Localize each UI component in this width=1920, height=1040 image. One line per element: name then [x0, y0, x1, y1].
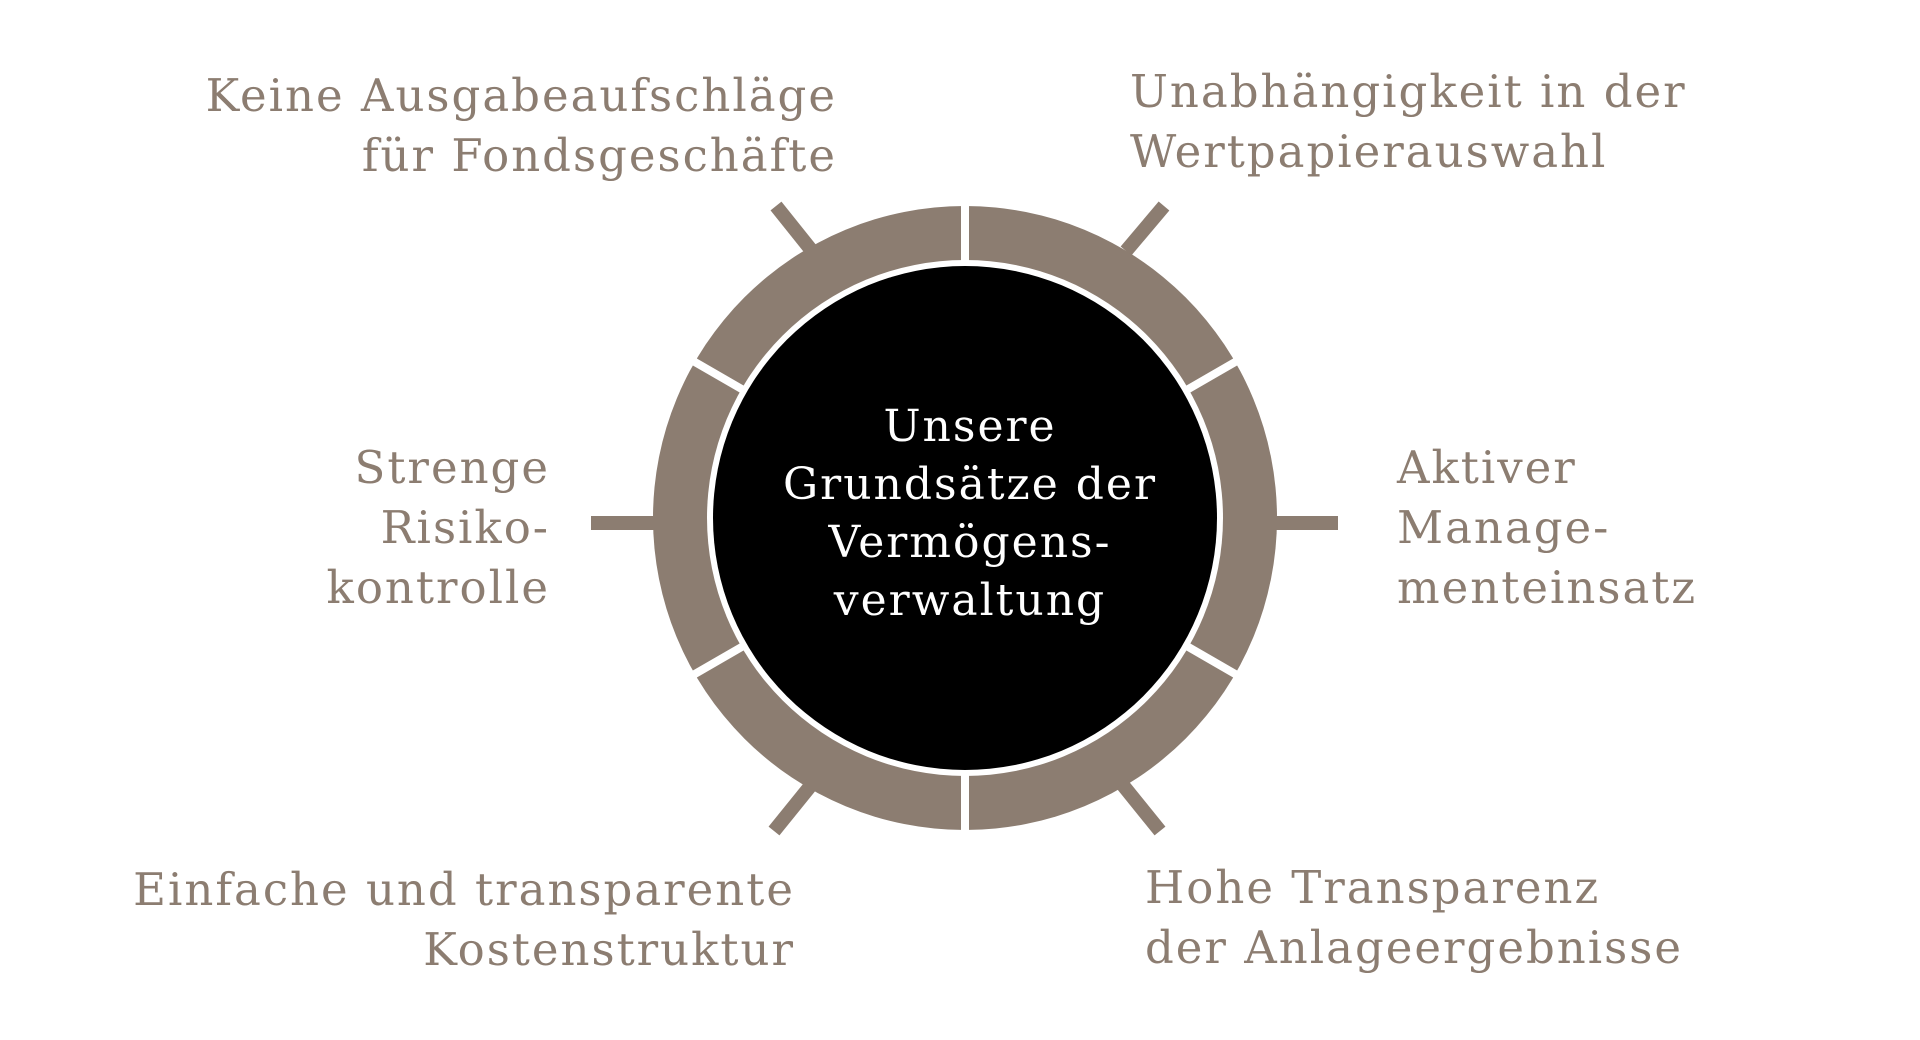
- spoke-top-right: [1120, 201, 1170, 256]
- principle-strict-risk-control: Strenge Risiko- kontrolle: [326, 441, 550, 614]
- spoke-bottom-right: [1116, 779, 1166, 836]
- center-title: Unsere Grundsätze der Vermögens- verwalt…: [783, 401, 1157, 626]
- principle-active-management: Aktiver Manage- menteinsatz: [1397, 441, 1698, 614]
- principle-transparent-costs: Einfache und transparente Kostenstruktur: [133, 863, 795, 976]
- ring-spokes: [591, 201, 1338, 836]
- principle-no-front-load-fees: Keine Ausgabeaufschläge für Fondsgeschäf…: [205, 69, 837, 182]
- spoke-top-left: [770, 201, 818, 256]
- principle-transparent-results: Hohe Transparenz der Anlageergebnisse: [1145, 861, 1683, 974]
- principle-independent-selection: Unabhängigkeit in der Wertpapierauswahl: [1130, 65, 1687, 178]
- center-disk: [713, 266, 1217, 770]
- spoke-bottom-left: [768, 779, 818, 836]
